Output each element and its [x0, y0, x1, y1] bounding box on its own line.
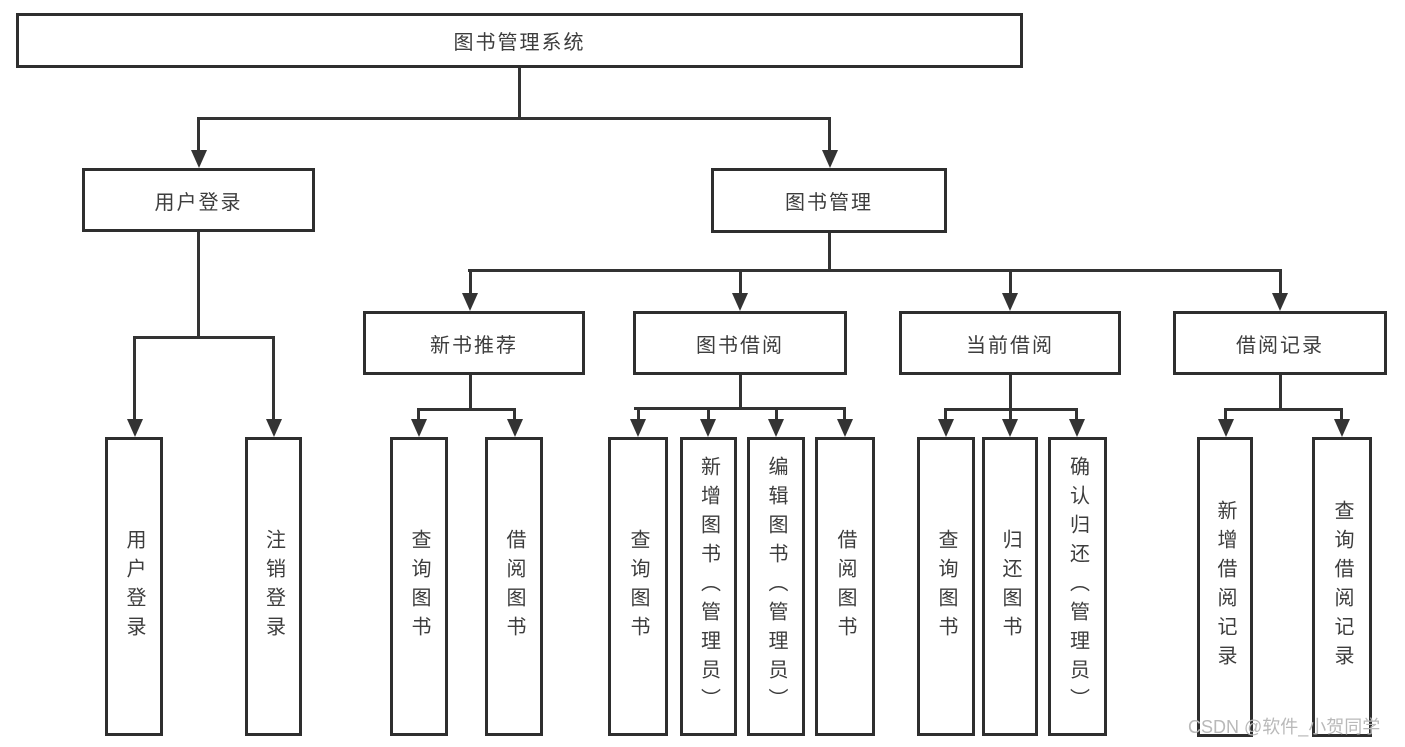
connector-line [133, 336, 136, 420]
node-cb-return-books-label: 归还图书 [999, 528, 1021, 645]
node-cb-confirm-return-label: 确认归还（管理员） [1066, 456, 1089, 717]
connector-line [513, 408, 516, 421]
arrow-down-icon [1069, 419, 1085, 437]
connector-line [197, 117, 200, 151]
node-bb-edit-books-label: 编辑图书（管理员） [765, 456, 787, 717]
node-rec-borrow-books: 借阅图书 [485, 437, 543, 736]
node-current-borrow-label: 当前借阅 [966, 334, 1054, 357]
node-br-query-record-label: 查询借阅记录 [1331, 500, 1353, 674]
connector-line [828, 117, 831, 151]
node-user-login-leaf: 用户登录 [105, 437, 163, 736]
node-book-management-label: 图书管理 [785, 192, 873, 214]
arrow-down-icon [1334, 419, 1350, 437]
node-user-login: 用户登录 [82, 168, 315, 232]
csdn-watermark: CSDN @软件_小贺同学 [1188, 717, 1381, 737]
arrow-down-icon [462, 293, 478, 311]
arrow-down-icon [732, 293, 748, 311]
node-bb-query-books: 查询图书 [608, 437, 668, 736]
node-logout-leaf: 注销登录 [245, 437, 302, 736]
connector-line [417, 408, 420, 421]
node-new-book-recommend: 新书推荐 [363, 311, 585, 375]
connector-line [197, 117, 831, 120]
node-bb-add-books: 新增图书（管理员） [680, 437, 737, 736]
node-bb-edit-books: 编辑图书（管理员） [747, 437, 805, 736]
arrow-down-icon [768, 419, 784, 437]
connector-line [518, 68, 521, 120]
node-borrow-record: 借阅记录 [1173, 311, 1387, 375]
connector-line [707, 407, 710, 421]
node-br-add-record-label: 新增借阅记录 [1214, 500, 1236, 674]
connector-line [944, 408, 947, 421]
node-current-borrow: 当前借阅 [899, 311, 1121, 375]
arrow-down-icon [1002, 293, 1018, 311]
connector-line [739, 375, 742, 407]
connector-line [1279, 375, 1282, 408]
node-book-borrow: 图书借阅 [633, 311, 847, 375]
node-borrow-record-label: 借阅记录 [1236, 334, 1324, 357]
node-root: 图书管理系统 [16, 13, 1023, 68]
connector-line [272, 336, 275, 420]
connector-line [1009, 269, 1012, 295]
connector-line [1340, 408, 1343, 421]
arrow-down-icon [630, 419, 646, 437]
connector-line [1009, 408, 1012, 421]
node-book-borrow-label: 图书借阅 [696, 334, 784, 357]
connector-line [133, 336, 275, 339]
node-bb-borrow-books: 借阅图书 [815, 437, 875, 736]
node-book-management: 图书管理 [711, 168, 947, 233]
arrow-down-icon [938, 419, 954, 437]
arrow-down-icon [822, 150, 838, 168]
connector-line [1224, 408, 1343, 411]
connector-line [634, 407, 845, 410]
connector-line [417, 408, 516, 411]
node-bb-add-books-label: 新增图书（管理员） [697, 456, 720, 717]
arrow-down-icon [411, 419, 427, 437]
connector-line [1224, 408, 1227, 421]
node-br-query-record: 查询借阅记录 [1312, 437, 1372, 737]
connector-line [739, 269, 742, 295]
arrow-down-icon [1272, 293, 1288, 311]
node-bb-query-books-label: 查询图书 [627, 528, 649, 645]
arrow-down-icon [266, 419, 282, 437]
connector-line [775, 407, 778, 421]
node-root-label: 图书管理系统 [453, 32, 586, 54]
node-cb-query-books-label: 查询图书 [935, 528, 957, 645]
node-user-login-leaf-label: 用户登录 [123, 528, 145, 645]
connector-line [468, 269, 1282, 272]
connector-line [1075, 408, 1078, 421]
connector-line [469, 375, 472, 408]
node-rec-query-books: 查询图书 [390, 437, 448, 736]
node-new-book-recommend-label: 新书推荐 [430, 334, 518, 357]
node-cb-confirm-return: 确认归还（管理员） [1048, 437, 1107, 736]
arrow-down-icon [507, 419, 523, 437]
connector-line [828, 233, 831, 269]
node-user-login-label: 用户登录 [154, 191, 243, 214]
connector-line [843, 407, 846, 421]
connector-line [197, 232, 200, 336]
arrow-down-icon [700, 419, 716, 437]
node-cb-return-books: 归还图书 [982, 437, 1038, 736]
node-rec-query-books-label: 查询图书 [408, 528, 430, 645]
arrow-down-icon [1218, 419, 1234, 437]
connector-line [469, 269, 472, 295]
arrow-down-icon [191, 150, 207, 168]
connector-line [637, 407, 640, 421]
node-logout-leaf-label: 注销登录 [262, 528, 285, 645]
connector-line [1279, 269, 1282, 295]
node-cb-query-books: 查询图书 [917, 437, 975, 736]
arrow-down-icon [1002, 419, 1018, 437]
node-rec-borrow-books-label: 借阅图书 [503, 528, 525, 645]
connector-line [1009, 375, 1012, 408]
arrow-down-icon [127, 419, 143, 437]
node-bb-borrow-books-label: 借阅图书 [834, 528, 856, 645]
node-br-add-record: 新增借阅记录 [1197, 437, 1253, 737]
arrow-down-icon [837, 419, 853, 437]
